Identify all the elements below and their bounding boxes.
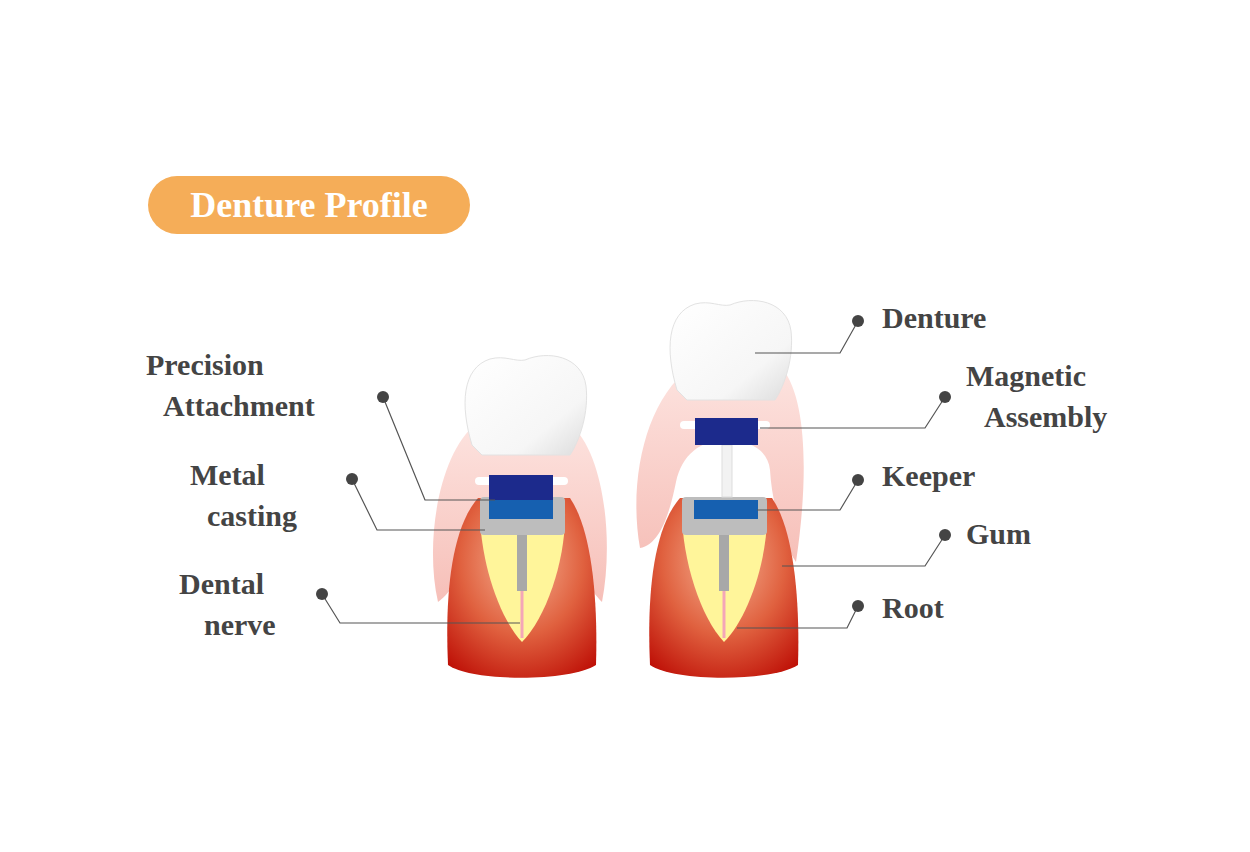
root [649,498,798,678]
post [722,445,732,497]
crown [670,301,792,400]
title-text: Denture Profile [190,184,428,226]
crown [465,356,587,455]
part-label: Precision Attachment [146,344,368,426]
leader-dot [939,391,951,403]
dental-nerve [521,591,524,638]
leader-dot [852,474,864,486]
left-tooth [433,356,607,678]
leader-line [383,397,495,500]
part-label: Root [882,587,1082,628]
leader-line [757,480,858,510]
metal-post [719,535,729,591]
leader-dot [316,588,328,600]
magnetic-assembly [695,418,758,445]
part-label: Denture [882,297,1082,338]
title-pill: Denture Profile [148,176,470,234]
leader-line [755,321,858,353]
leader-dot [346,473,358,485]
right-tooth [636,301,803,678]
part-label: Dental nerve [179,563,334,645]
leader-line [760,397,945,428]
keeper [694,500,758,519]
attachment-lower [489,500,553,519]
leader-line [322,594,520,623]
attachment-upper [489,475,553,500]
part-label: Magnetic Assembly [966,355,1162,437]
leader-line [782,535,945,566]
leader-lines [322,321,945,628]
leader-dot [939,529,951,541]
leader-dot [852,315,864,327]
leader-dot [377,391,389,403]
leader-dots [316,315,951,612]
metal-casting [682,497,767,535]
metal-casting [480,497,565,535]
leader-line [352,479,485,530]
metal-post [517,535,527,591]
leader-line [737,606,858,628]
root [447,498,596,678]
leader-dot [852,600,864,612]
part-label: Keeper [882,455,1082,496]
part-label: Metal casting [190,454,347,536]
dental-nerve [723,591,726,638]
part-label: Gum [966,513,1166,554]
